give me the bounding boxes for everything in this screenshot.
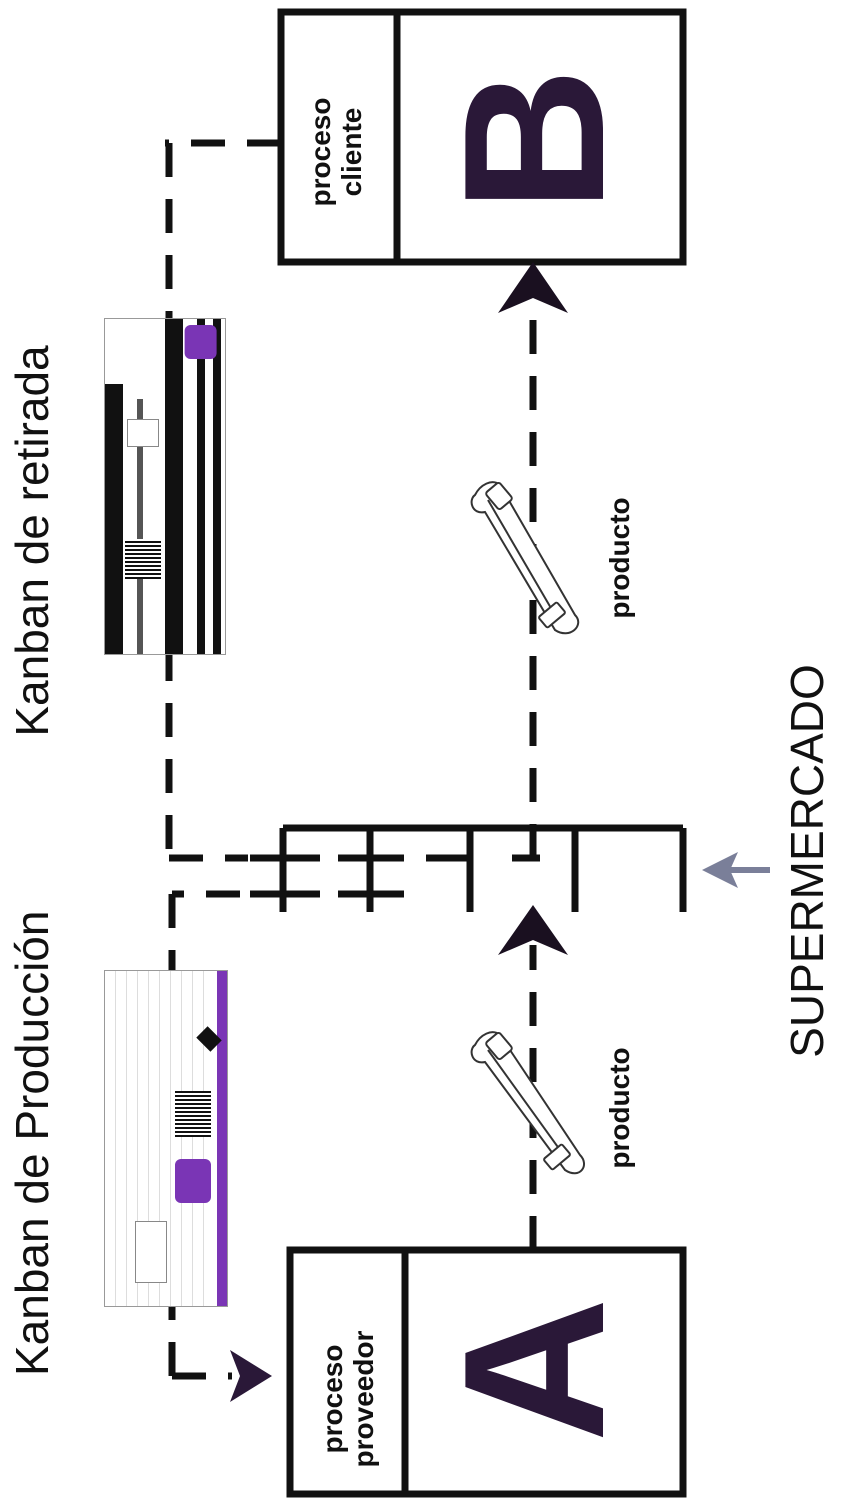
supermercado-title: SUPERMERCADO xyxy=(784,651,836,1071)
kanban-retirada-title: Kanban de retirada xyxy=(9,331,61,751)
process-b-label: proceso cliente xyxy=(306,62,370,242)
product-label-lower: producto xyxy=(605,1033,641,1183)
process-a-letter: A xyxy=(435,1275,635,1465)
supermarket-pointer-arrow xyxy=(702,852,770,888)
product-bottle-icon-lower xyxy=(472,1032,584,1174)
kanban-produccion-title: Kanban de Producción xyxy=(9,936,61,1376)
product-bottle-icon-upper xyxy=(472,482,579,634)
production-kanban-arrowhead xyxy=(230,1350,272,1402)
process-b-letter: B xyxy=(435,45,635,235)
process-a-label: proceso proveedor xyxy=(318,1309,382,1489)
product-label-upper: producto xyxy=(605,483,641,633)
withdrawal-kanban-card xyxy=(104,318,226,655)
supermarket-shelves xyxy=(250,828,683,912)
production-kanban-card xyxy=(104,970,228,1307)
product-flow-arrowhead-upper xyxy=(498,262,568,313)
